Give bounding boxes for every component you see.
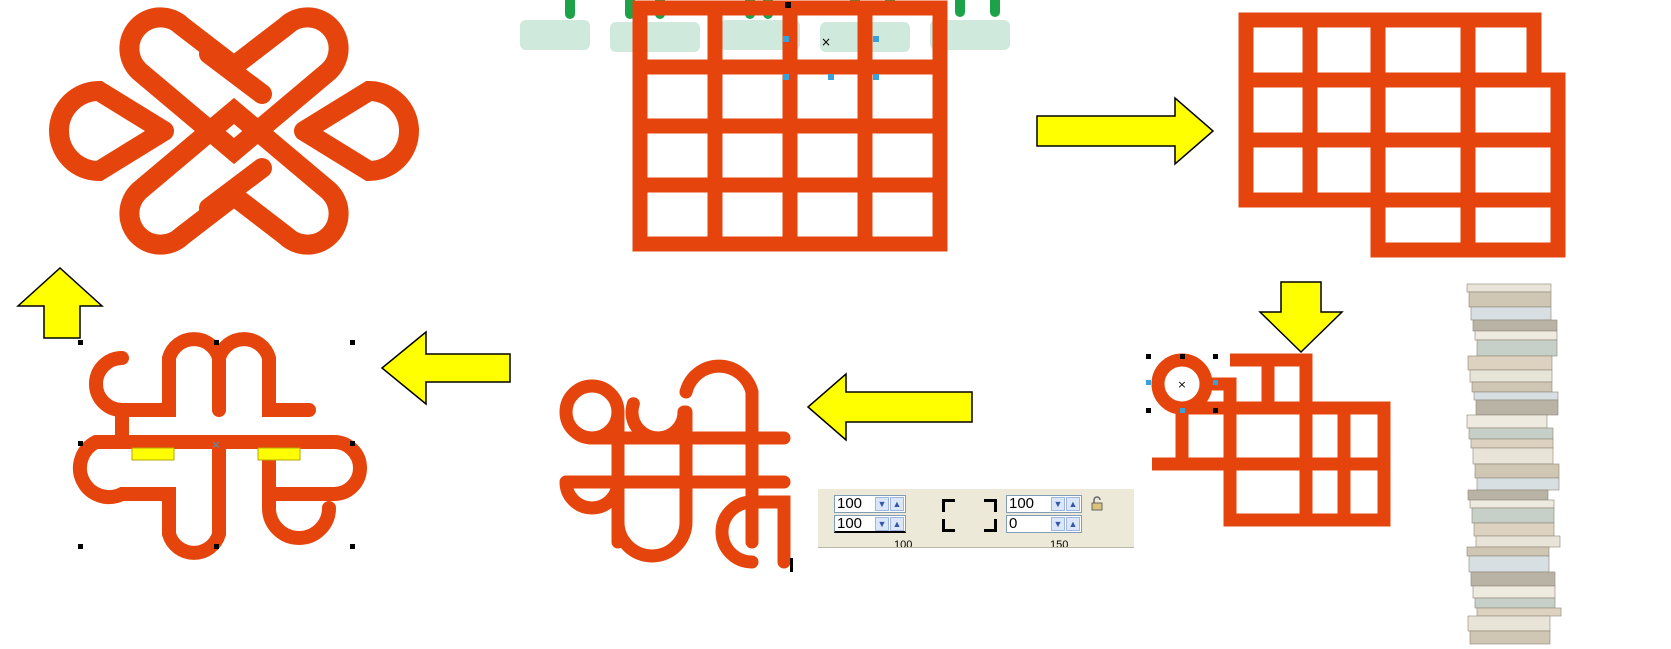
book-stack-image [1462, 284, 1566, 646]
book-spine [1475, 464, 1559, 478]
step-grid-4x4[interactable]: × [630, 0, 960, 260]
lock-icon[interactable] [1090, 497, 1104, 511]
book-spine [1475, 598, 1555, 608]
book-spine [1469, 428, 1553, 439]
ruler: 100 150 [818, 539, 1134, 547]
ruler-right-label: 150 [1050, 541, 1068, 547]
height-spinbox[interactable]: 100 ▼▲ [834, 515, 906, 533]
book-spine [1467, 415, 1547, 428]
book-spine [1476, 536, 1560, 547]
chevron-up-icon[interactable]: ▲ [1066, 497, 1080, 511]
chevron-up-icon[interactable]: ▲ [1066, 517, 1080, 531]
book-spine [1470, 631, 1550, 644]
ruler-left-label: 100 [894, 541, 912, 547]
chevron-down-icon[interactable]: ▼ [875, 497, 889, 511]
book-spine [1476, 400, 1558, 415]
arrow-up [14, 266, 104, 340]
scale-x-value: 100 [1009, 495, 1034, 512]
step-grid-cut[interactable] [1238, 10, 1568, 260]
text-cursor-icon [790, 558, 793, 572]
book-spine [1470, 370, 1552, 382]
scale-y-spinbox[interactable]: 0 ▼▲ [1006, 515, 1082, 533]
book-spine [1473, 586, 1555, 598]
book-spine [1469, 292, 1551, 307]
scale-x-spinbox[interactable]: 100 ▼▲ [1006, 495, 1082, 513]
book-spine [1473, 448, 1553, 464]
final-logo-figure [4, 6, 466, 256]
corner-top-right-icon[interactable] [984, 499, 997, 512]
height-value: 100 [837, 515, 862, 532]
book-spine [1471, 572, 1555, 586]
book-spine [1469, 556, 1549, 572]
svg-text:×: × [821, 35, 831, 49]
svg-text:×: × [1177, 378, 1186, 391]
woven-knot-figure: × [74, 338, 364, 554]
book-spine [1477, 608, 1561, 616]
chevron-down-icon[interactable]: ▼ [875, 517, 889, 531]
book-spine [1473, 320, 1557, 331]
arrow-left-lower [380, 328, 512, 408]
corner-bottom-left-icon[interactable] [942, 519, 955, 532]
book-spine [1468, 490, 1548, 500]
svg-text:×: × [211, 438, 220, 451]
arrow-down [1256, 280, 1346, 355]
chevron-down-icon[interactable]: ▼ [1051, 517, 1065, 531]
book-spine [1470, 500, 1554, 508]
book-spine [1467, 284, 1551, 292]
corner-top-left-icon[interactable] [942, 499, 955, 512]
chevron-up-icon[interactable]: ▲ [890, 517, 904, 531]
all-loops-figure [552, 372, 802, 572]
width-spinbox[interactable]: 100 ▼▲ [834, 495, 906, 513]
step-corner-loop[interactable]: × [1140, 350, 1400, 530]
width-value: 100 [837, 495, 862, 512]
step-final-logo[interactable] [4, 6, 466, 256]
chevron-down-icon[interactable]: ▼ [1051, 497, 1065, 511]
book-spine [1477, 340, 1557, 356]
arrow-left-middle [806, 372, 974, 442]
chevron-up-icon[interactable]: ▲ [890, 497, 904, 511]
corner-bottom-right-icon[interactable] [984, 519, 997, 532]
step-woven-knot[interactable]: × [74, 338, 364, 554]
book-spine [1474, 523, 1554, 536]
book-spine [1468, 356, 1552, 370]
book-spine [1475, 331, 1557, 340]
book-spine [1477, 478, 1559, 490]
book-spine [1468, 616, 1550, 631]
arrow-right [1035, 96, 1215, 166]
book-spine [1471, 439, 1553, 448]
book-spine [1472, 508, 1554, 523]
step-all-loops[interactable] [552, 372, 802, 572]
book-spine [1471, 307, 1551, 320]
book-spine [1467, 547, 1549, 556]
grid-cut-figure [1238, 10, 1568, 260]
book-spine [1472, 382, 1552, 392]
grid-4x4-figure: × [630, 0, 960, 260]
scale-y-value: 0 [1009, 515, 1017, 532]
corner-loop-figure: × [1140, 350, 1400, 530]
book-spine [1474, 392, 1558, 400]
dimension-toolbar: 100 ▼▲ 100 ▼▲ 100 ▼▲ 0 ▼▲ 100 150 [818, 488, 1134, 548]
